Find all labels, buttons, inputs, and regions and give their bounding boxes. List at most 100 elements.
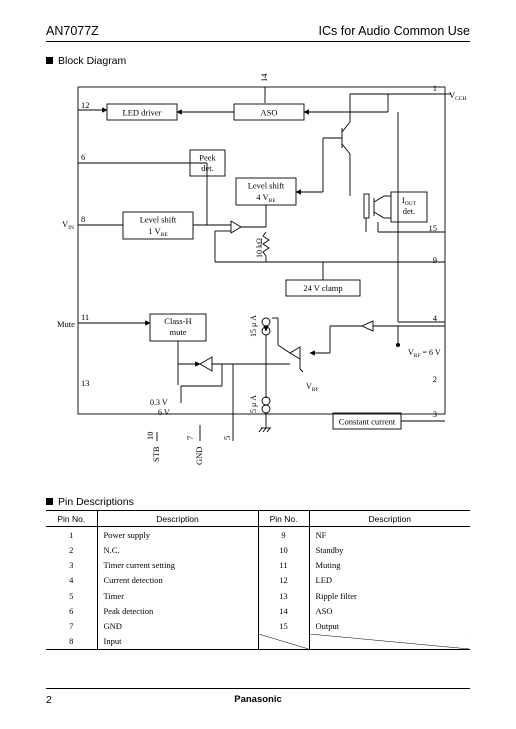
pin-number-cell: 2 [69,544,74,555]
pin-description-cell: Timer current setting [96,557,258,573]
stb-label: STB [151,446,161,462]
pin-number-cell: 9 [257,526,309,543]
pin-11-label: 11 [81,312,89,322]
table-row: 8 Input [46,633,470,650]
pin-1-label: 1 [433,83,437,93]
pin-descriptions-heading: Pin Descriptions [46,496,134,508]
pin-description-cell: Current detection [96,572,258,588]
table-top-rule [46,510,470,511]
table-row: 4 Current detection 12 LED [46,572,470,588]
pin-12-label: 12 [81,100,90,110]
pin-description-cell: Input [96,633,258,650]
pin-13-label: 13 [81,378,90,388]
pin-number-cell: 4 [69,575,74,586]
empty-cell [308,633,470,650]
level-shift-1vbe-block [122,211,194,240]
constant-current-label: Constant current [339,417,396,427]
table-row: 2 N.C. 10 Standby [46,542,470,558]
pin-number-cell: 13 [257,587,309,604]
level-shift-4vbe-label-1: Level shift [248,181,285,191]
square-bullet-icon [46,498,53,505]
pin-number-cell: 11 [257,557,309,573]
pin-5-label: 5 [222,436,232,440]
clamp-24v-label: 24 V clamp [303,283,342,293]
mute-label: Mute [57,319,75,329]
pin-description-cell: NF [308,526,470,543]
column-header: Description [308,511,470,528]
class-h-mute-label-2: mute [170,327,187,337]
header-rule [46,41,470,42]
pin-number-cell: 3 [69,560,74,571]
square-bullet-icon [46,57,53,64]
pin-description-cell: ASO [308,603,470,619]
pin-description-cell: Standby [308,542,470,558]
pin-number-cell: 8 [46,633,97,650]
peak-det-block [189,149,226,177]
column-header: Pin No. [257,511,309,528]
pin-description-cell: Peak detection [96,603,258,619]
page-number: 2 [46,694,52,706]
pin-description-cell: LED [308,572,470,588]
pin-2-label: 2 [433,374,437,384]
pin-number-cell: 10 [257,542,309,558]
brand-logo: Panasonic [234,694,282,705]
column-header: Pin No. [46,511,97,528]
table-row: 6 Peak detection 14 ASO [46,603,470,619]
document-category: ICs for Audio Common Use [318,24,470,38]
iout-det-block [390,191,428,223]
pin-15-label: 15 [429,223,438,233]
pin-description-cell: N.C. [96,542,258,558]
table-row: 3 Timer current setting 11 Muting [46,557,470,573]
pin-number-cell: 1 [69,529,74,540]
iout-det-label-2: det. [403,206,416,216]
current-5ua-label: 5 μ A [249,395,258,413]
gnd-label: GND [194,447,204,465]
page-header: AN7077Z ICs for Audio Common Use [46,24,470,40]
iout-det-label-1: IOUT [402,195,417,207]
pin-description-cell: Power supply [96,526,258,543]
peak-det-label-1: Peek [199,153,216,163]
vrf-6v-label: VRF = 6 V [408,348,441,359]
vcch-label: VCCH [449,90,466,102]
voltage-6v-label: 6 V [158,408,170,417]
vrf-label: VRF [306,382,319,393]
pin-3-label: 3 [433,409,437,419]
pin-8-label: 8 [81,214,85,224]
current-15ua-label: 15 μ A [249,315,258,337]
column-header: Description [96,511,258,528]
vin-label: VIN [62,219,74,231]
pin-number-cell: 6 [69,605,74,616]
empty-cell [257,633,309,650]
table-row: 7 GND 15 Output [46,618,470,634]
voltage-03v-label: 0.3 V [150,398,168,407]
part-number: AN7077Z [46,24,99,38]
level-shift-1vbe-label-1: Level shift [140,215,177,225]
table-row: 1 Power supply 9 NF [46,526,470,543]
pin-descriptions-table: Pin No. Description Pin No. Description … [46,511,470,650]
pin-description-cell: Timer [96,587,258,604]
block-diagram: LED driver ASO Peek det. Level shift 4 V… [57,73,466,465]
level-shift-4vbe-label-2: 4 VBE [256,192,276,204]
pin-14-label: 14 [259,73,269,82]
pin-number-cell: 14 [257,603,309,619]
table-header-row: Pin No. Description Pin No. Description [46,511,470,528]
pin-7-label: 7 [185,436,195,440]
pin-number-cell: 12 [257,572,309,588]
pin-description-cell: Muting [308,557,470,573]
led-driver-label: LED driver [123,108,162,118]
pin-10-label: 10 [145,432,155,441]
resistor-10k-label: 10 kΩ [255,238,264,258]
table-row: 5 Timer 13 Ripple filter [46,587,470,604]
pin-description-cell: Output [308,618,470,634]
peak-det-label-2: det. [201,163,214,173]
footer-rule [46,688,470,689]
pin-number-cell: 5 [69,590,74,601]
pin-6-label: 6 [81,152,85,162]
pin-4-label: 4 [433,313,438,323]
pin-number-cell: 7 [69,620,74,631]
class-h-mute-label-1: Class-H [164,316,191,326]
level-shift-1vbe-label-2: 1 VBE [148,226,168,238]
pin-description-cell: Ripple filter [308,587,470,604]
aso-label: ASO [260,108,277,118]
pin-9-label: 9 [433,255,437,265]
